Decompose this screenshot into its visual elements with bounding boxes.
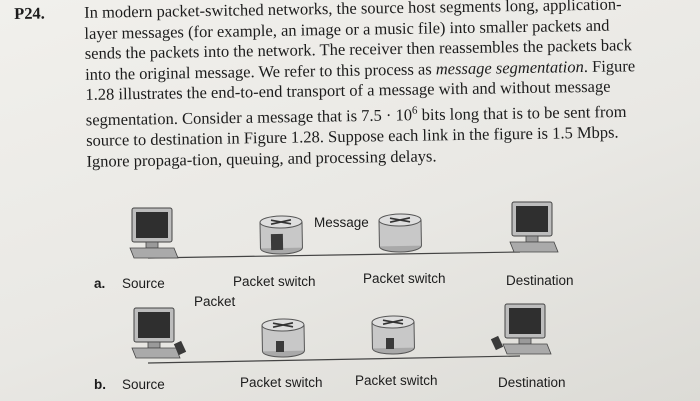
- destination-label: Destination: [506, 273, 574, 288]
- packet-block: [173, 340, 187, 356]
- packet-switch-label: Packet switch: [355, 373, 438, 388]
- message-label: Message: [314, 215, 369, 230]
- source-label: Source: [122, 377, 165, 392]
- figure-b: [131, 303, 552, 364]
- link-a: [147, 251, 521, 259]
- figure-b-label: b.: [94, 377, 106, 392]
- packet-block: [276, 341, 284, 352]
- destination-label: Destination: [498, 375, 566, 390]
- figure-a-label: a.: [94, 276, 106, 291]
- packet-block: [490, 335, 504, 351]
- packet-switch-icon: [378, 212, 423, 254]
- packet-block: [386, 338, 394, 349]
- link-b: [147, 355, 521, 364]
- source-computer-icon: [131, 307, 181, 359]
- source-computer-icon: [129, 207, 179, 259]
- destination-computer-icon: [509, 201, 559, 253]
- packet-switch-label: Packet switch: [363, 271, 446, 286]
- source-label: Source: [122, 276, 165, 291]
- message-block: [270, 233, 284, 251]
- packet-label: Packet: [194, 294, 236, 309]
- figure-a: [129, 201, 559, 259]
- packet-switch-label: Packet switch: [233, 274, 316, 289]
- packet-switch-label: Packet switch: [240, 375, 323, 390]
- destination-computer-icon: [502, 303, 552, 355]
